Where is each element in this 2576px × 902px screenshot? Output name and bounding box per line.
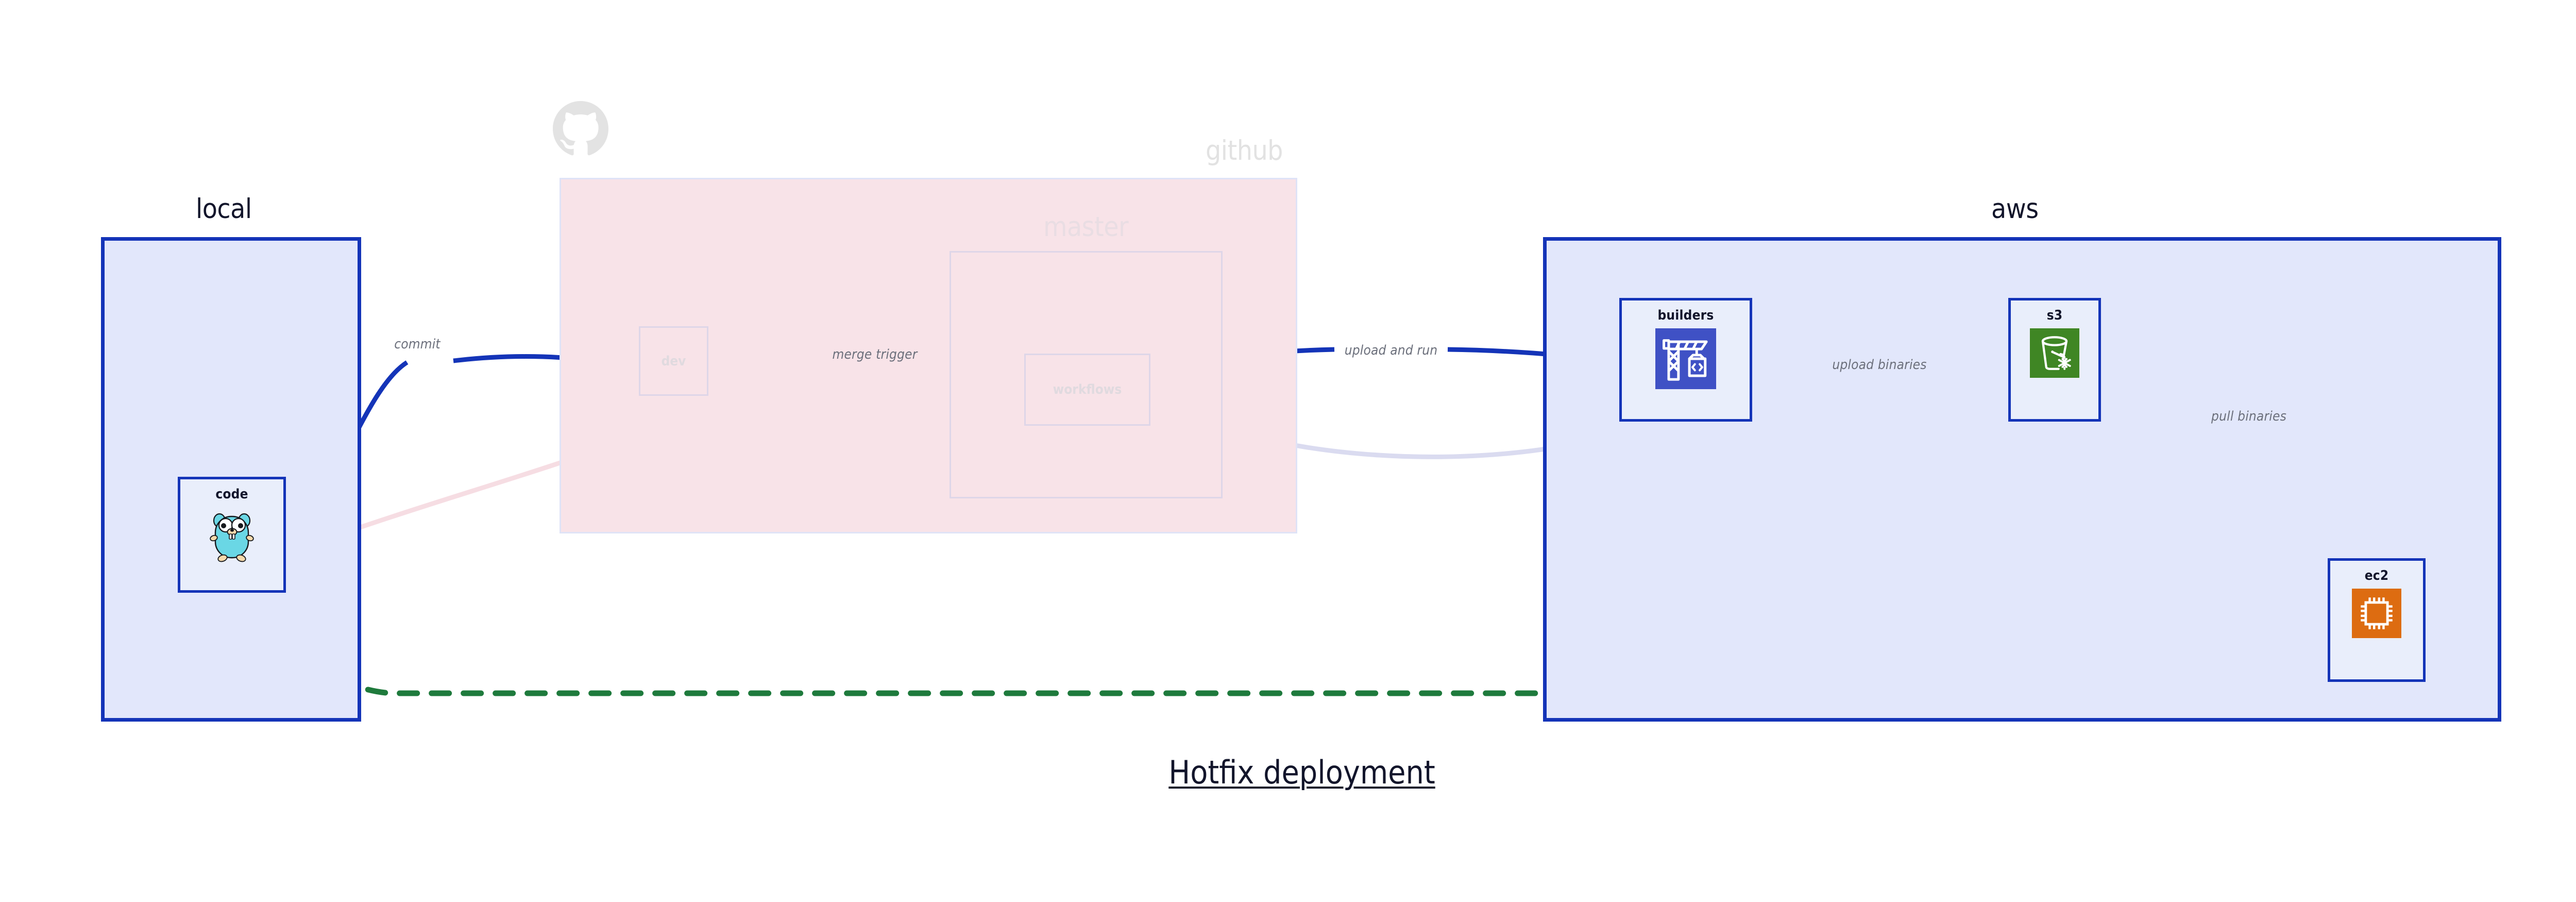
node-dev-label: dev [661, 353, 686, 369]
node-code-label: code [215, 487, 248, 502]
group-title-master: master [1043, 211, 1129, 243]
edge-label-merge-trigger: merge trigger [832, 347, 918, 362]
node-dev[interactable]: dev [639, 326, 708, 396]
group-master [950, 251, 1223, 498]
node-ec2[interactable]: ec2 [2328, 558, 2426, 682]
edge-label-upload-and-run: upload and run [1344, 343, 1438, 358]
node-builders-label: builders [1657, 308, 1714, 323]
node-s3[interactable]: s3 [2008, 298, 2101, 422]
group-github [560, 178, 1297, 533]
node-s3-label: s3 [2046, 308, 2063, 323]
edge-label-commit: commit [394, 337, 440, 352]
group-title-github: github [1206, 135, 1283, 166]
group-title-local: local [196, 193, 252, 225]
node-builders[interactable]: builders [1619, 298, 1752, 422]
go-gopher-icon [207, 507, 257, 566]
node-workflows[interactable]: workflows [1024, 354, 1150, 426]
aws-codebuild-crane-icon [1655, 328, 1716, 392]
node-workflows-label: workflows [1053, 382, 1122, 397]
group-title-aws: aws [1991, 193, 2039, 225]
node-code[interactable]: code [178, 477, 286, 593]
diagram-title: Hotfix deployment [1168, 754, 1435, 791]
edge-label-upload-binaries: upload binaries [1832, 357, 1927, 373]
github-octocat-icon [553, 101, 608, 159]
node-ec2-label: ec2 [2364, 568, 2389, 583]
aws-s3-bucket-icon [2030, 328, 2079, 380]
aws-ec2-chip-icon [2352, 589, 2401, 641]
edge-label-pull-binaries: pull binaries [2211, 409, 2286, 424]
